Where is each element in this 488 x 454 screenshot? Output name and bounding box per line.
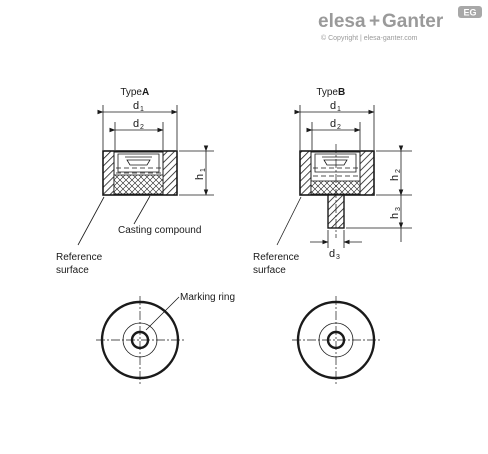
type-b-h3-label: h xyxy=(389,213,401,219)
type-a-casting-compound-label: Casting compound xyxy=(118,225,201,236)
type-a-d2-label: d xyxy=(133,118,139,130)
type-b-d2-label: d xyxy=(330,118,336,130)
copyright-text: © Copyright | elesa-ganter.com xyxy=(321,34,418,42)
brand-elesa-text: elesa xyxy=(318,11,366,32)
type-b-section-view: Type B d 1 d 2 h 2 h xyxy=(253,87,412,276)
type-b-d1-sub: 1 xyxy=(337,106,341,113)
type-b-reference-line2: surface xyxy=(253,265,286,276)
type-b-reference-line1: Reference xyxy=(253,252,300,263)
type-a-d1-label: d xyxy=(133,100,139,112)
type-b-title-prefix: Type xyxy=(316,87,338,98)
type-a-reference-line1: Reference xyxy=(56,252,103,263)
type-b-d3-label: d xyxy=(329,248,335,260)
brand-ganter-text: Ganter xyxy=(382,11,444,32)
type-a-h1-sub: 1 xyxy=(200,168,207,172)
type-a-section-view: Type A d 1 d 2 h 1 Casting compound xyxy=(56,87,214,276)
type-b-h2-label: h xyxy=(389,175,401,181)
type-a-d2-sub: 2 xyxy=(140,124,144,131)
brand-plus-text: + xyxy=(369,11,380,32)
type-b-h2-sub: 2 xyxy=(395,169,402,173)
type-b-d3-sub: 3 xyxy=(336,254,340,261)
brand-badge xyxy=(458,6,482,18)
type-b-d1-label: d xyxy=(330,100,336,112)
type-b-d2-sub: 2 xyxy=(337,124,341,131)
type-b-title-letter: B xyxy=(338,87,345,98)
type-a-reference-line2: surface xyxy=(56,265,89,276)
brand-logo: elesa + Ganter EG © Copyright | elesa-ga… xyxy=(318,6,482,42)
type-a-h1-label: h xyxy=(194,174,206,180)
type-a-top-view: Marking ring xyxy=(96,292,235,384)
brand-badge-text: EG xyxy=(463,8,476,18)
marking-ring-label: Marking ring xyxy=(180,292,235,303)
type-b-casting-compound-area xyxy=(310,180,361,195)
type-a-casting-compound-area xyxy=(113,174,164,195)
type-b-top-view xyxy=(292,296,380,384)
type-a-title-letter: A xyxy=(142,87,149,98)
type-a-title-prefix: Type xyxy=(120,87,142,98)
type-b-h3-sub: 3 xyxy=(395,207,402,211)
type-a-d1-sub: 1 xyxy=(140,106,144,113)
